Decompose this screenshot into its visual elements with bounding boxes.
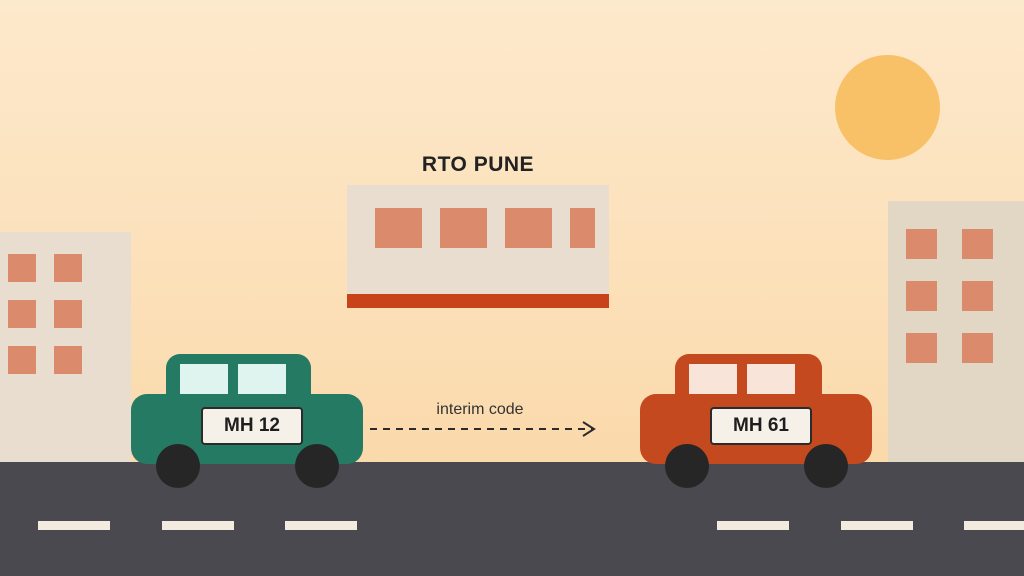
road-dash [964,521,1024,530]
building-window [8,254,36,282]
building-window [962,333,993,363]
car-window [238,364,286,396]
license-plate-left: MH 12 [201,407,303,445]
car-right: MH 61 [640,354,872,488]
road-dash [162,521,234,530]
building-window [906,229,937,259]
road-dash [38,521,110,530]
building-window [8,300,36,328]
car-wheel [804,444,848,488]
building-window [54,300,82,328]
building-window [962,229,993,259]
road-dash [841,521,913,530]
arrow-label: interim code [436,401,524,418]
car-wheel [295,444,339,488]
car-wheel [156,444,200,488]
office-window [440,208,487,248]
building-window [962,281,993,311]
building-window [906,281,937,311]
office-window [375,208,422,248]
building-window [906,333,937,363]
building-left [0,232,131,464]
rto-office-building [347,185,609,308]
dashed-arrow-icon [370,421,596,437]
license-plate-right: MH 61 [710,407,812,445]
road-dash [717,521,789,530]
car-left: MH 12 [131,354,363,488]
rto-title: RTO PUNE [421,153,535,176]
car-window [747,364,795,396]
building-window [54,346,82,374]
car-window [180,364,228,396]
office-stripe [347,294,609,308]
building-right [888,201,1024,464]
car-window [689,364,737,396]
building-window [8,346,36,374]
office-window [570,208,595,248]
office-window [505,208,552,248]
car-wheel [665,444,709,488]
building-window [54,254,82,282]
arrow-head [582,421,596,437]
road-dash [285,521,357,530]
sun-icon [835,55,940,160]
